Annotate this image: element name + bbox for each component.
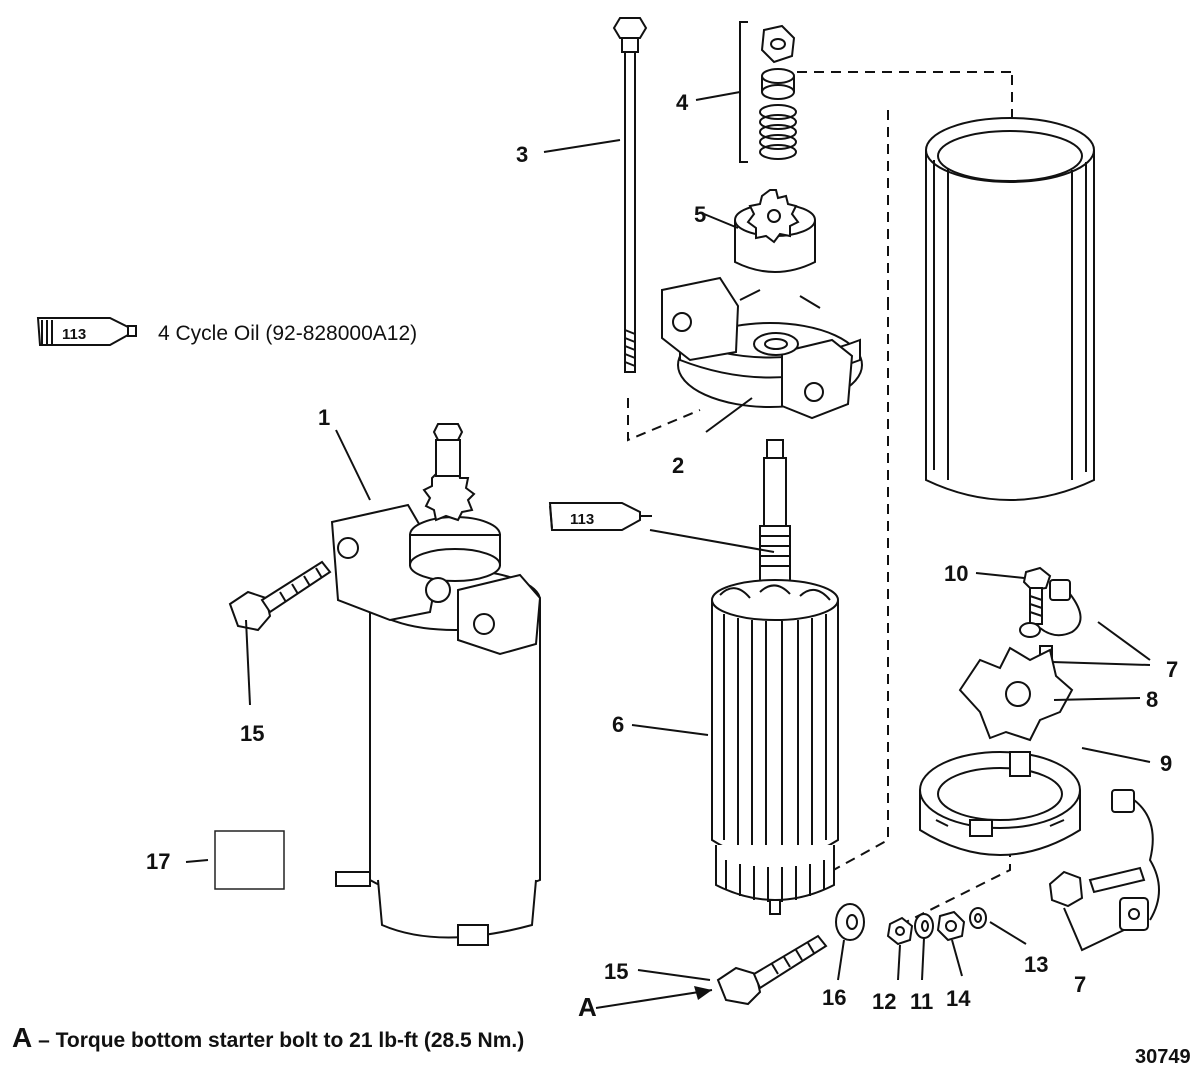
callout-15-lower: 15 [604,959,628,984]
callout-14: 14 [946,986,971,1011]
applicator-tube-code: 113 [570,511,594,528]
bottom-starter-bolt-part-15-lower [716,934,828,1006]
callout-7-upper: 7 [1166,657,1178,682]
callout-3: 3 [516,142,528,167]
oil-tube-applicator: 113 [548,502,652,531]
mounting-bolt-part-15-upper [228,560,332,632]
torque-note: A – Torque bottom starter bolt to 21 lb-… [12,1022,524,1054]
terminal-lead-part-7-lower [1048,789,1160,931]
callout-9: 9 [1160,751,1172,776]
callout-12: 12 [872,989,896,1014]
nut-spring-kit-part-4 [739,21,797,163]
callout-6: 6 [612,712,624,737]
note-letter: A [12,1022,33,1053]
part-17-box [214,830,285,890]
callout-2: 2 [672,453,684,478]
callout-10: 10 [944,561,968,586]
hardware-parts-11-14 [886,907,987,946]
callout-11: 11 [910,989,933,1014]
callout-4: 4 [676,90,689,115]
armature-part-6 [711,439,839,915]
legend-text: 4 Cycle Oil (92-828000A12) [158,322,417,345]
legend-oil-tube: 113 [36,317,137,346]
callout-16: 16 [822,985,846,1010]
frame-housing-tube [925,117,1095,501]
through-bolt-part-3 [612,17,648,373]
callout-7-lower: 7 [1074,972,1086,997]
callout-A: A [578,992,597,1022]
upper-end-cap-part-2 [661,276,863,420]
brush-holder-part-8 [958,646,1074,742]
legend-tube-code: 113 [62,326,86,343]
callout-17: 17 [146,849,170,874]
callout-13: 13 [1024,952,1048,977]
washer-part-16 [835,903,865,941]
callout-8: 8 [1146,687,1158,712]
screw-part-10 [1022,566,1052,625]
leader-lines [185,91,1151,1009]
pinion-gear-part-5 [734,189,816,273]
callout-1: 1 [318,405,330,430]
starter-motor-part-1 [330,423,542,946]
figure-number: 30749 [1135,1046,1191,1068]
callout-15-upper: 15 [240,721,264,746]
callout-5: 5 [694,202,706,227]
note-text: – Torque bottom starter bolt to 21 lb-ft… [38,1029,525,1052]
callout-numbers: 1 2 3 4 5 6 7 7 8 9 10 11 12 13 14 15 15… [146,90,1178,1022]
lower-end-cap-part-9 [919,751,1081,856]
